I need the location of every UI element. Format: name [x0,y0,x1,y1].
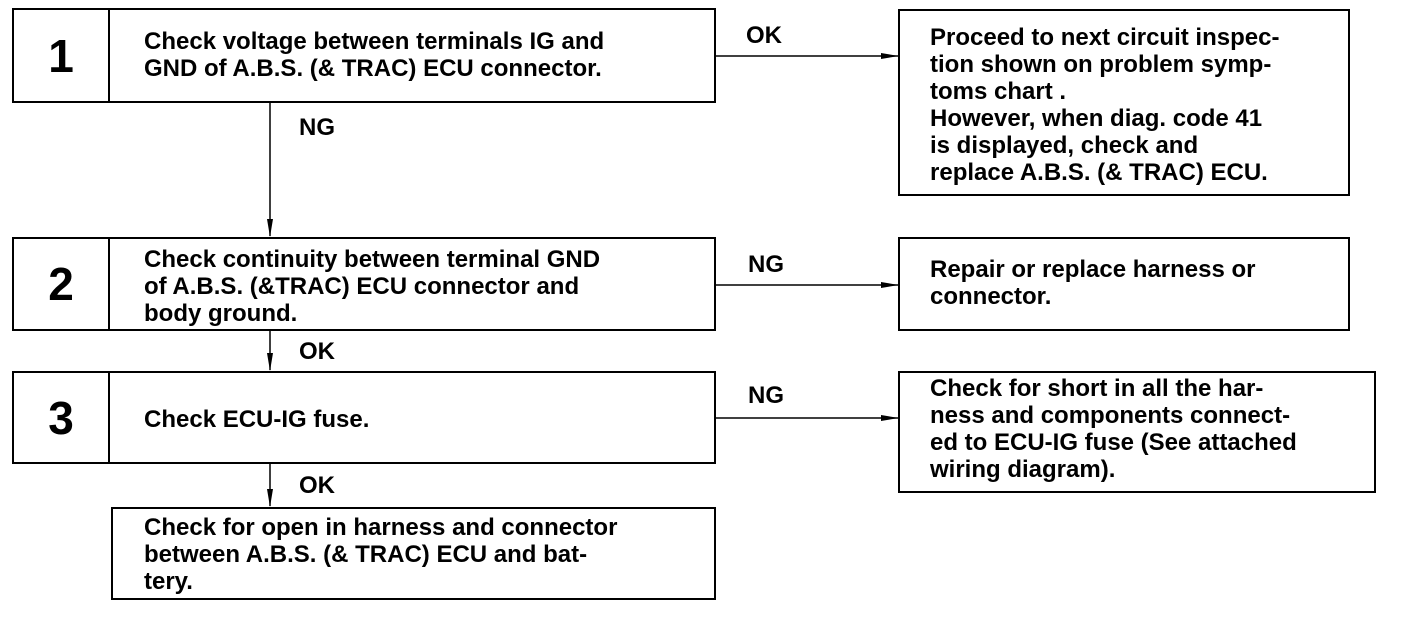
result-1-text: Proceed to next circuit inspec- tion sho… [930,24,1280,186]
step-3-number: 3 [12,371,110,464]
step-1-number: 1 [12,8,110,103]
final-step-box [111,507,716,600]
result-2-text: Repair or replace harness or connector. [930,256,1256,310]
step-1-box [12,8,716,103]
step-3-text: Check ECU-IG fuse. [144,406,370,433]
edge-label-step1-ok: OK [746,22,782,49]
step-2-number: 2 [12,237,110,331]
step-2-box [12,237,716,331]
edge-label-step3-ok: OK [299,472,335,499]
edge-label-step1-ng: NG [299,114,335,141]
step-1-text: Check voltage between terminals IG and G… [144,28,605,82]
step-3-box [12,371,716,464]
result-1-box [898,9,1350,196]
step-2-text: Check continuity between terminal GND of… [144,246,601,327]
result-2-box [898,237,1350,331]
edge-label-step2-ok: OK [299,338,335,365]
edge-label-step2-ng: NG [748,251,784,278]
result-3-text: Check for short in all the har- ness and… [930,375,1297,483]
result-3-box [898,371,1376,493]
final-step-text: Check for open in harness and connector … [144,514,618,595]
edge-label-step3-ng: NG [748,382,784,409]
